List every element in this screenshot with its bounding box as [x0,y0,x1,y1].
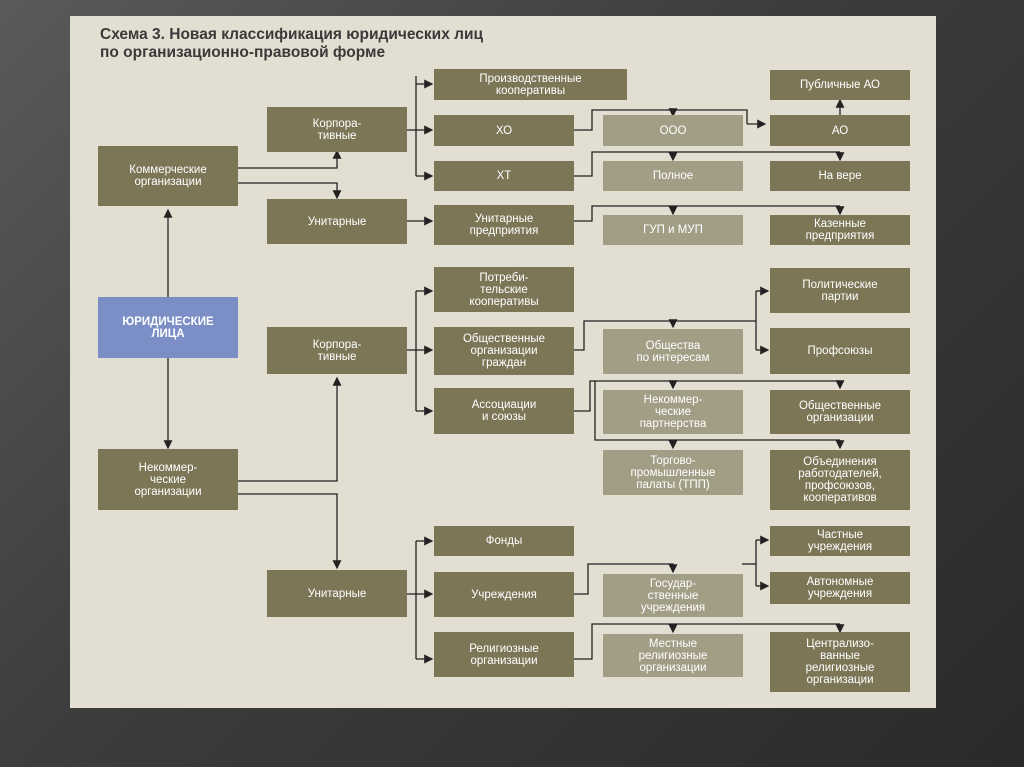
box-xt: ХТ [434,161,574,191]
box-gup-mup: ГУП и МУП [603,215,743,245]
public-organizations-citizens: Общественные организации граждан [434,327,574,375]
state-owned-enterprises: Казенные предприятия [770,215,910,245]
associations-unions: Ассоциации и союзы [434,388,574,434]
political-parties: Политические партии [770,268,910,313]
box-xo: ХО [434,115,574,146]
legal-entities-root: ЮРИДИЧЕСКИЕ ЛИЦА [98,297,238,358]
chambers-of-commerce: Торгово- промышленные палаты (ТПП) [603,450,743,495]
state-institutions: Государ- ственные учреждения [603,574,743,617]
limited-partnership: На вере [770,161,910,191]
commercial-unitary: Унитарные [267,199,407,244]
noncommercial-corporate: Корпора- тивные [267,327,407,374]
employers-associations: Объединения работодателей, профсоюзов, к… [770,450,910,510]
consumer-cooperatives: Потреби- тельские кооперативы [434,267,574,312]
noncommercial-partnerships: Некоммер- ческие партнерства [603,390,743,434]
scheme-slide: Схема 3. Новая классификация юридических… [70,16,936,708]
religious-organizations: Религиозные организации [434,632,574,677]
unitary-enterprises: Унитарные предприятия [434,205,574,245]
public-organizations: Общественные организации [770,390,910,434]
connector-lines [163,76,845,664]
scheme-title: Схема 3. Новая классификация юридических… [100,26,484,61]
commercial-organizations: Коммерческие организации [98,146,238,206]
private-institutions: Частные учреждения [770,526,910,556]
commercial-corporate: Корпора- тивные [267,107,407,152]
box-ao: АО [770,115,910,146]
box-full-partnership: Полное [603,161,743,191]
autonomous-institutions: Автономные учреждения [770,572,910,604]
local-religious-organizations: Местные религиозные организации [603,634,743,677]
institutions: Учреждения [434,572,574,617]
funds: Фонды [434,526,574,556]
box-ooo: ООО [603,115,743,146]
production-cooperatives: Производственные кооперативы [434,69,627,100]
public-ao: Публичные АО [770,70,910,100]
noncommercial-unitary: Унитарные [267,570,407,617]
centralized-religious-organizations: Централизо- ванные религиозные организац… [770,632,910,692]
interest-societies: Общества по интересам [603,329,743,374]
trade-unions: Профсоюзы [770,328,910,374]
noncommercial-organizations: Некоммер- ческие организации [98,449,238,510]
